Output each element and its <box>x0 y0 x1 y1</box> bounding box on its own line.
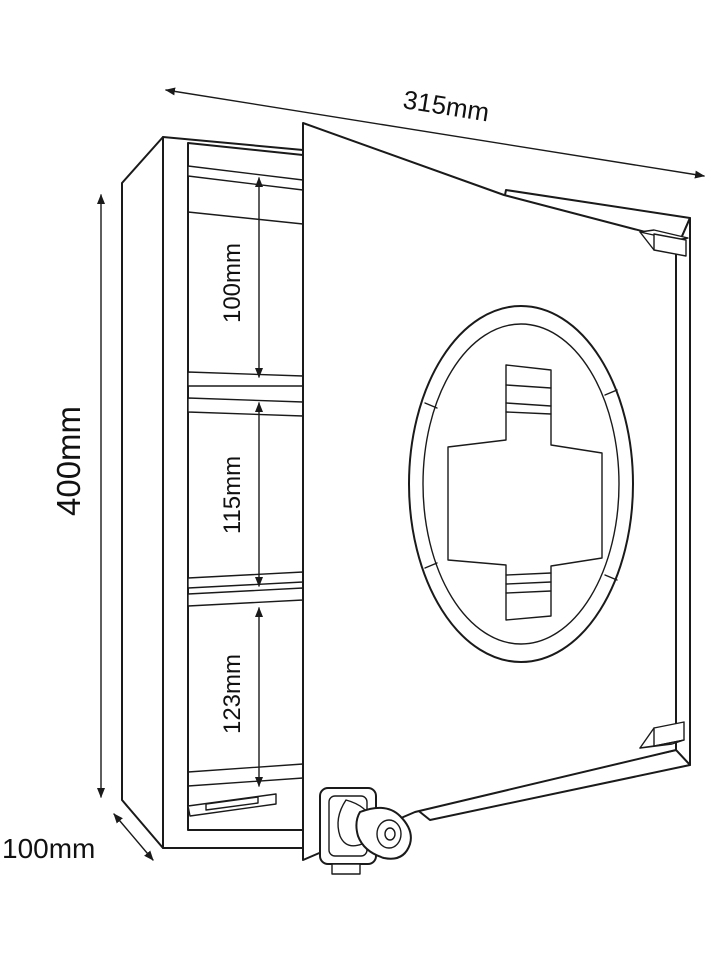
hinge-bottom <box>639 721 685 749</box>
width-arrow <box>165 87 705 179</box>
depth-label: 100mm <box>2 833 95 864</box>
cabinet-door <box>302 122 691 875</box>
hinge-top <box>639 229 689 257</box>
medical-cross-icon <box>408 305 634 663</box>
door-knob-icon <box>319 787 412 875</box>
shelf-bottom-label: 123mm <box>219 654 246 734</box>
width-label: 315mm <box>401 84 491 127</box>
latch-plate <box>187 793 277 817</box>
shelf-top-label: 100mm <box>219 243 246 323</box>
cabinet-body <box>121 136 304 849</box>
dimension-arrows <box>97 87 705 861</box>
shelf-2 <box>187 571 304 607</box>
shelf-middle-label: 115mm <box>219 456 246 534</box>
depth-arrow <box>113 813 154 861</box>
shelf-bottom <box>187 763 304 787</box>
cabinet-side-panel <box>121 136 164 849</box>
height-label: 400mm <box>50 406 87 516</box>
